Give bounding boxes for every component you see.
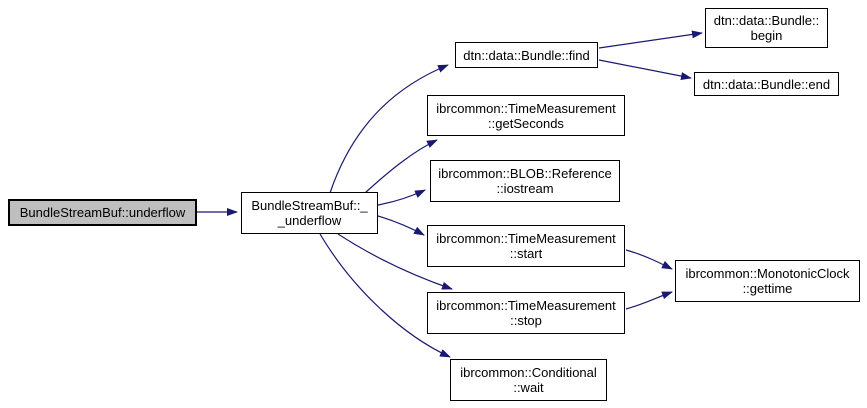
graph-node-iostream[interactable]: ibrcommon::BLOB::Reference::iostream xyxy=(430,160,620,202)
graph-edge-find-to-end xyxy=(598,59,692,81)
graph-node-wait[interactable]: ibrcommon::Conditional::wait xyxy=(450,359,607,401)
graph-node-label: dtn::data::Bundle:: xyxy=(713,13,820,28)
graph-node-start[interactable]: ibrcommon::TimeMeasurement::start xyxy=(427,225,625,267)
graph-edge-underflow2-to-stop xyxy=(337,233,453,290)
graph-node-label: ibrcommon::TimeMeasurement xyxy=(436,100,616,116)
graph-node-label: ibrcommon::TimeMeasurement xyxy=(436,231,616,246)
graph-edge-underflow2-to-getseconds xyxy=(364,139,438,194)
graph-node-getseconds[interactable]: ibrcommon::TimeMeasurement::getSeconds xyxy=(427,95,625,136)
graph-edge-underflow2-to-wait xyxy=(319,233,451,358)
graph-node-find[interactable]: dtn::data::Bundle::find xyxy=(455,42,598,68)
graph-node-stop[interactable]: ibrcommon::TimeMeasurement::stop xyxy=(427,292,625,334)
graph-node-label: _underflow xyxy=(277,213,342,228)
graph-node-label: ibrcommon::BLOB::Reference xyxy=(438,166,612,181)
graph-edge-stop-to-gettime xyxy=(625,291,673,310)
graph-edge-find-to-begin xyxy=(598,30,703,49)
graph-node-label: BundleStreamBuf::underflow xyxy=(19,205,186,220)
graph-node-label: dtn::data::Bundle::end xyxy=(702,76,831,92)
graph-node-underflow[interactable]: BundleStreamBuf::underflow xyxy=(8,199,197,226)
graph-node-label: ibrcommon::Conditional xyxy=(460,365,597,380)
graph-node-label: ::wait xyxy=(513,380,544,395)
graph-node-label: begin xyxy=(750,28,783,43)
graph-node-begin[interactable]: dtn::data::Bundle::begin xyxy=(705,8,828,48)
graph-edge-start-to-gettime xyxy=(625,249,673,270)
graph-node-gettime[interactable]: ibrcommon::MonotonicClock::gettime xyxy=(675,260,860,302)
graph-edge-underflow2-to-iostream xyxy=(377,189,426,206)
graph-node-label: ::iostream xyxy=(496,181,554,196)
graph-node-end[interactable]: dtn::data::Bundle::end xyxy=(694,72,839,96)
graph-node-label: ::stop xyxy=(510,313,542,328)
graph-node-label: ibrcommon::TimeMeasurement xyxy=(436,298,616,313)
graph-edge-underflow2-to-find xyxy=(329,64,449,194)
graph-edge-underflow2-to-start xyxy=(377,215,425,236)
graph-node-label: BundleStreamBuf::_ xyxy=(251,198,368,213)
graph-node-label: ibrcommon::MonotonicClock xyxy=(685,266,850,281)
graph-node-label: ::start xyxy=(509,246,543,261)
graph-node-label: dtn::data::Bundle::find xyxy=(463,47,590,63)
graph-node-underflow2[interactable]: BundleStreamBuf::__underflow xyxy=(241,192,378,234)
graph-node-label: ::gettime xyxy=(742,281,793,296)
graph-node-label: ::getSeconds xyxy=(488,115,564,131)
